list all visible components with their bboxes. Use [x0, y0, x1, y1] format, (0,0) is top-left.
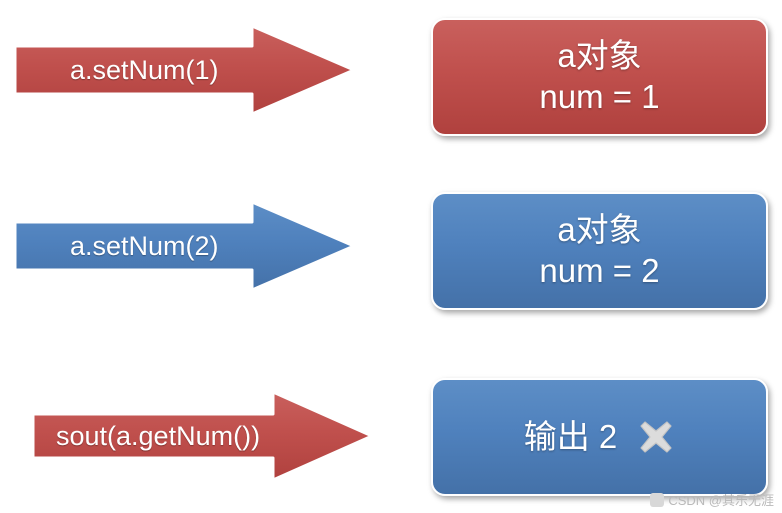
arrow-label: a.setNum(1) [70, 54, 219, 85]
output-box-row: 输出 2 [524, 417, 676, 458]
output-box: 输出 2 [431, 378, 768, 496]
watermark: CSDN @其乐无涯 [650, 490, 774, 509]
object-box-a-num-2: a对象 num = 2 [431, 192, 768, 310]
arrow-set-num-2-label-wrap: a.setNum(2) [12, 198, 357, 294]
arrow-label: sout(a.getNum()) [56, 420, 261, 451]
arrow-sout-get-num [31, 390, 374, 482]
x-mark-icon [637, 418, 675, 456]
box-line-1: a对象 [557, 211, 642, 249]
arrow-label: a.setNum(2) [70, 230, 219, 261]
arrow-set-num-2 [13, 200, 356, 292]
arrow-set-num-1-label-wrap: a.setNum(1) [12, 22, 357, 118]
box-line-2: num = 1 [539, 78, 660, 115]
box-line-1: 输出 2 [523, 417, 618, 455]
watermark-text: CSDN @其乐无涯 [668, 493, 774, 508]
object-box-a-num-1: a对象 num = 1 [431, 18, 768, 136]
box-line-2: num = 2 [539, 252, 660, 289]
box-line-1: a对象 [557, 37, 642, 75]
arrow-set-num-1 [13, 24, 356, 116]
csdn-logo-icon [650, 492, 665, 507]
arrow-sout-get-num-label-wrap: sout(a.getNum()) [30, 388, 375, 484]
